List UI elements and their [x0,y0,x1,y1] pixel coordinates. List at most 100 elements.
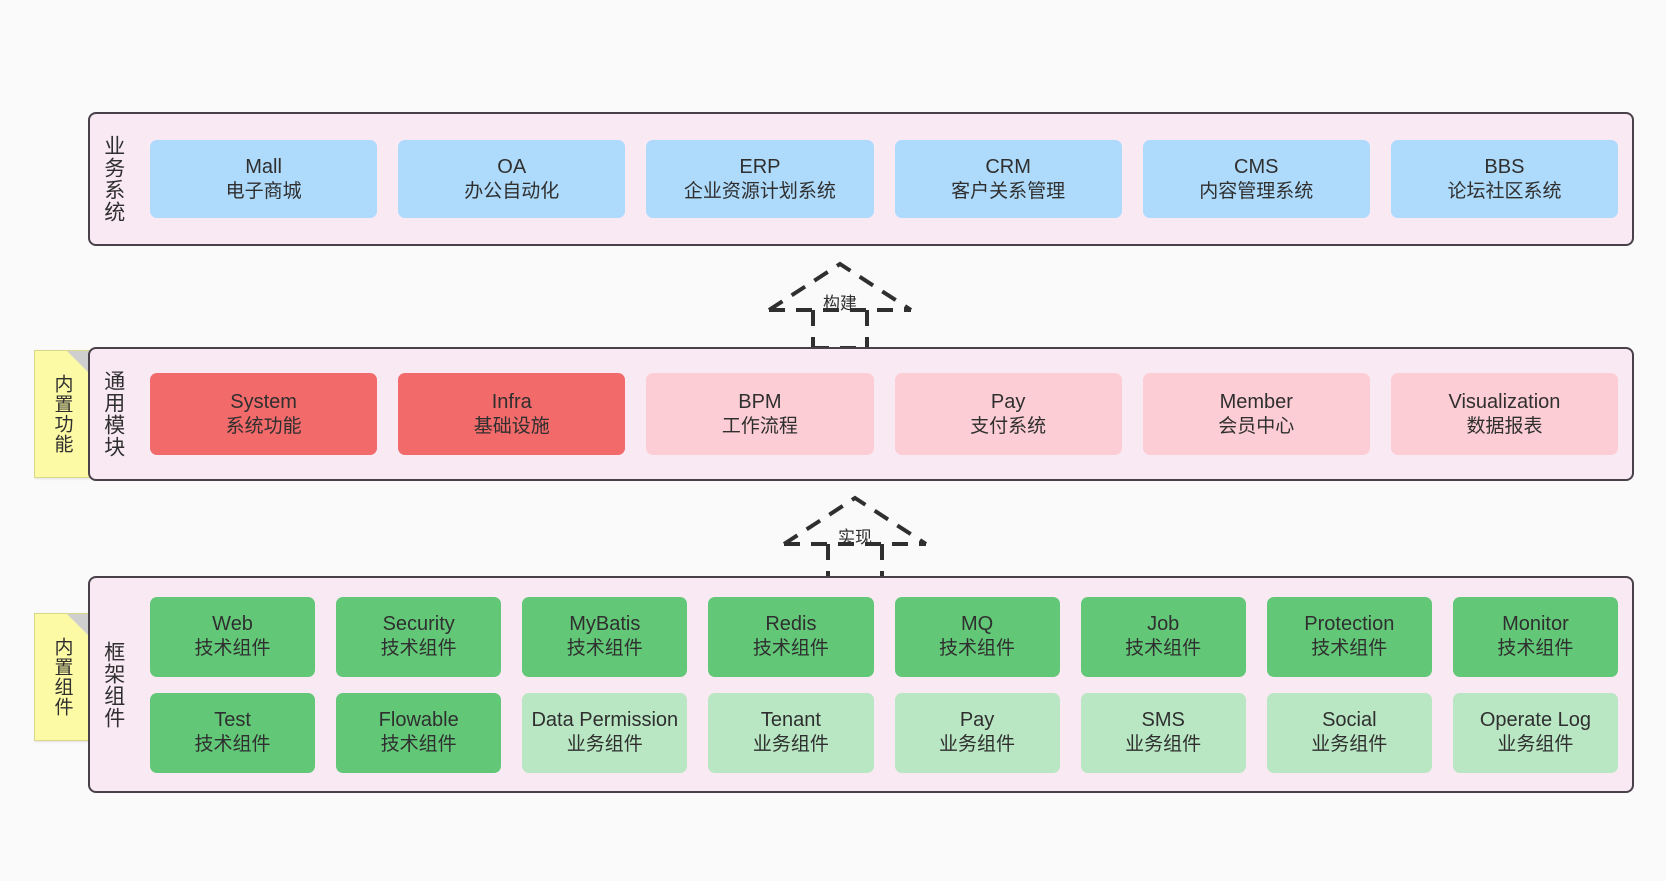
box-cn-label: 业务组件 [566,734,643,756]
box-en-label: OA [497,155,527,178]
box-cn-label: 会员中心 [1218,415,1295,437]
module-box-infra[interactable]: Infra 基础设施 [398,373,626,455]
box-cn-label: 论坛社区系统 [1447,180,1562,202]
box-en-label: Operate Log [1479,709,1592,732]
box-en-label: System [230,390,297,413]
box-en-label: Security [382,613,455,636]
box-cn-label: 系统功能 [225,415,302,437]
layer-title-modules: 通用模块 [101,370,125,458]
box-en-label: CRM [985,155,1031,178]
note-fold-icon [67,614,89,636]
box-en-label: CMS [1234,155,1279,178]
box-cn-label: 业务组件 [939,734,1016,756]
box-en-label: BPM [738,390,782,413]
component-box-mq[interactable]: MQ 技术组件 [894,596,1060,677]
box-en-label: Flowable [378,709,459,732]
box-cn-label: 技术组件 [380,734,457,756]
module-box-member[interactable]: Member 会员中心 [1142,373,1370,455]
box-en-label: Test [214,709,251,732]
business-row: Mall 电子商城 OA 办公自动化 ERP 企业资源计划系统 CRM 客户关系… [150,140,1619,218]
note-label: 内置功能 [51,374,73,454]
component-box-security[interactable]: Security 技术组件 [336,596,502,677]
box-cn-label: 技术组件 [380,638,457,660]
box-en-label: Pay [990,390,1026,413]
component-box-sms[interactable]: SMS 业务组件 [1080,692,1246,773]
component-box-flowable[interactable]: Flowable 技术组件 [336,692,502,773]
component-box-protection[interactable]: Protection 技术组件 [1266,596,1432,677]
layer-body-business: Mall 电子商城 OA 办公自动化 ERP 企业资源计划系统 CRM 客户关系… [136,114,1632,244]
box-en-label: Protection [1304,613,1395,636]
module-box-visualization[interactable]: Visualization 数据报表 [1390,373,1619,455]
box-en-label: SMS [1141,709,1185,732]
box-cn-label: 业务组件 [1125,734,1202,756]
module-box-system[interactable]: System 系统功能 [150,373,378,455]
box-cn-label: 技术组件 [1125,638,1202,660]
box-cn-label: 基础设施 [473,415,550,437]
box-cn-label: 业务组件 [1311,734,1388,756]
connector-build: 构建 [755,258,925,350]
sticky-note-builtin-features: 内置功能 [34,350,90,478]
component-box-web[interactable]: Web 技术组件 [150,596,316,677]
modules-row: System 系统功能 Infra 基础设施 BPM 工作流程 Pay 支付系统… [150,373,1619,455]
component-box-mybatis[interactable]: MyBatis 技术组件 [522,596,688,677]
box-cn-label: 工作流程 [721,415,798,437]
system-box-mall[interactable]: Mall 电子商城 [150,140,378,218]
component-box-tenant[interactable]: Tenant 业务组件 [708,692,874,773]
box-cn-label: 技术组件 [194,638,271,660]
component-box-social[interactable]: Social 业务组件 [1266,692,1432,773]
layer-framework-components: 框架组件 Web 技术组件 Security 技术组件 MyBatis 技术组件… [88,576,1634,793]
layer-business-systems: 业务系统 Mall 电子商城 OA 办公自动化 ERP 企业资源计划系统 CRM… [88,112,1634,246]
system-box-oa[interactable]: OA 办公自动化 [398,140,626,218]
note-label: 内置组件 [51,637,73,717]
layer-title-business: 业务系统 [101,135,125,223]
layer-common-modules: 通用模块 System 系统功能 Infra 基础设施 BPM 工作流程 Pay… [88,347,1634,481]
layer-body-modules: System 系统功能 Infra 基础设施 BPM 工作流程 Pay 支付系统… [136,349,1632,479]
box-cn-label: 内容管理系统 [1199,180,1314,202]
box-en-label: Data Permission [531,709,679,732]
component-box-pay[interactable]: Pay 业务组件 [894,692,1060,773]
sticky-note-builtin-components: 内置组件 [34,613,90,741]
box-cn-label: 技术组件 [194,734,271,756]
component-box-job[interactable]: Job 技术组件 [1080,596,1246,677]
box-cn-label: 企业资源计划系统 [683,180,836,202]
connector-label-build: 构建 [823,294,857,313]
module-box-pay[interactable]: Pay 支付系统 [894,373,1122,455]
box-en-label: Social [1322,709,1377,732]
component-box-monitor[interactable]: Monitor 技术组件 [1452,596,1618,677]
box-en-label: Pay [959,709,995,732]
box-en-label: Monitor [1502,613,1569,636]
component-box-redis[interactable]: Redis 技术组件 [708,596,874,677]
module-box-bpm[interactable]: BPM 工作流程 [646,373,874,455]
box-cn-label: 支付系统 [970,415,1047,437]
component-box-data-permission[interactable]: Data Permission 业务组件 [522,692,688,773]
box-cn-label: 业务组件 [752,734,829,756]
box-cn-label: 技术组件 [566,638,643,660]
connector-label-realize: 实现 [838,528,872,547]
box-en-label: ERP [739,155,781,178]
layer-body-framework: Web 技术组件 Security 技术组件 MyBatis 技术组件 Redi… [136,578,1632,791]
box-en-label: Job [1147,613,1180,636]
system-box-cms[interactable]: CMS 内容管理系统 [1142,140,1370,218]
box-cn-label: 客户关系管理 [951,180,1066,202]
box-cn-label: 办公自动化 [464,180,560,202]
component-box-operate-log[interactable]: Operate Log 业务组件 [1452,692,1618,773]
system-box-erp[interactable]: ERP 企业资源计划系统 [646,140,874,218]
box-cn-label: 技术组件 [1311,638,1388,660]
box-cn-label: 技术组件 [939,638,1016,660]
framework-row-business: Test 技术组件 Flowable 技术组件 Data Permission … [150,692,1618,773]
system-box-crm[interactable]: CRM 客户关系管理 [894,140,1122,218]
system-box-bbs[interactable]: BBS 论坛社区系统 [1390,140,1619,218]
box-en-label: Member [1219,390,1293,413]
box-en-label: MyBatis [569,613,641,636]
component-box-test[interactable]: Test 技术组件 [150,692,316,773]
box-en-label: MQ [960,613,994,636]
box-cn-label: 数据报表 [1466,415,1543,437]
note-fold-icon [67,351,89,373]
box-cn-label: 技术组件 [752,638,829,660]
box-en-label: Redis [765,613,817,636]
box-cn-label: 业务组件 [1497,734,1574,756]
box-en-label: Web [212,613,253,636]
box-en-label: Tenant [760,709,821,732]
layer-title-framework: 框架组件 [101,640,125,729]
